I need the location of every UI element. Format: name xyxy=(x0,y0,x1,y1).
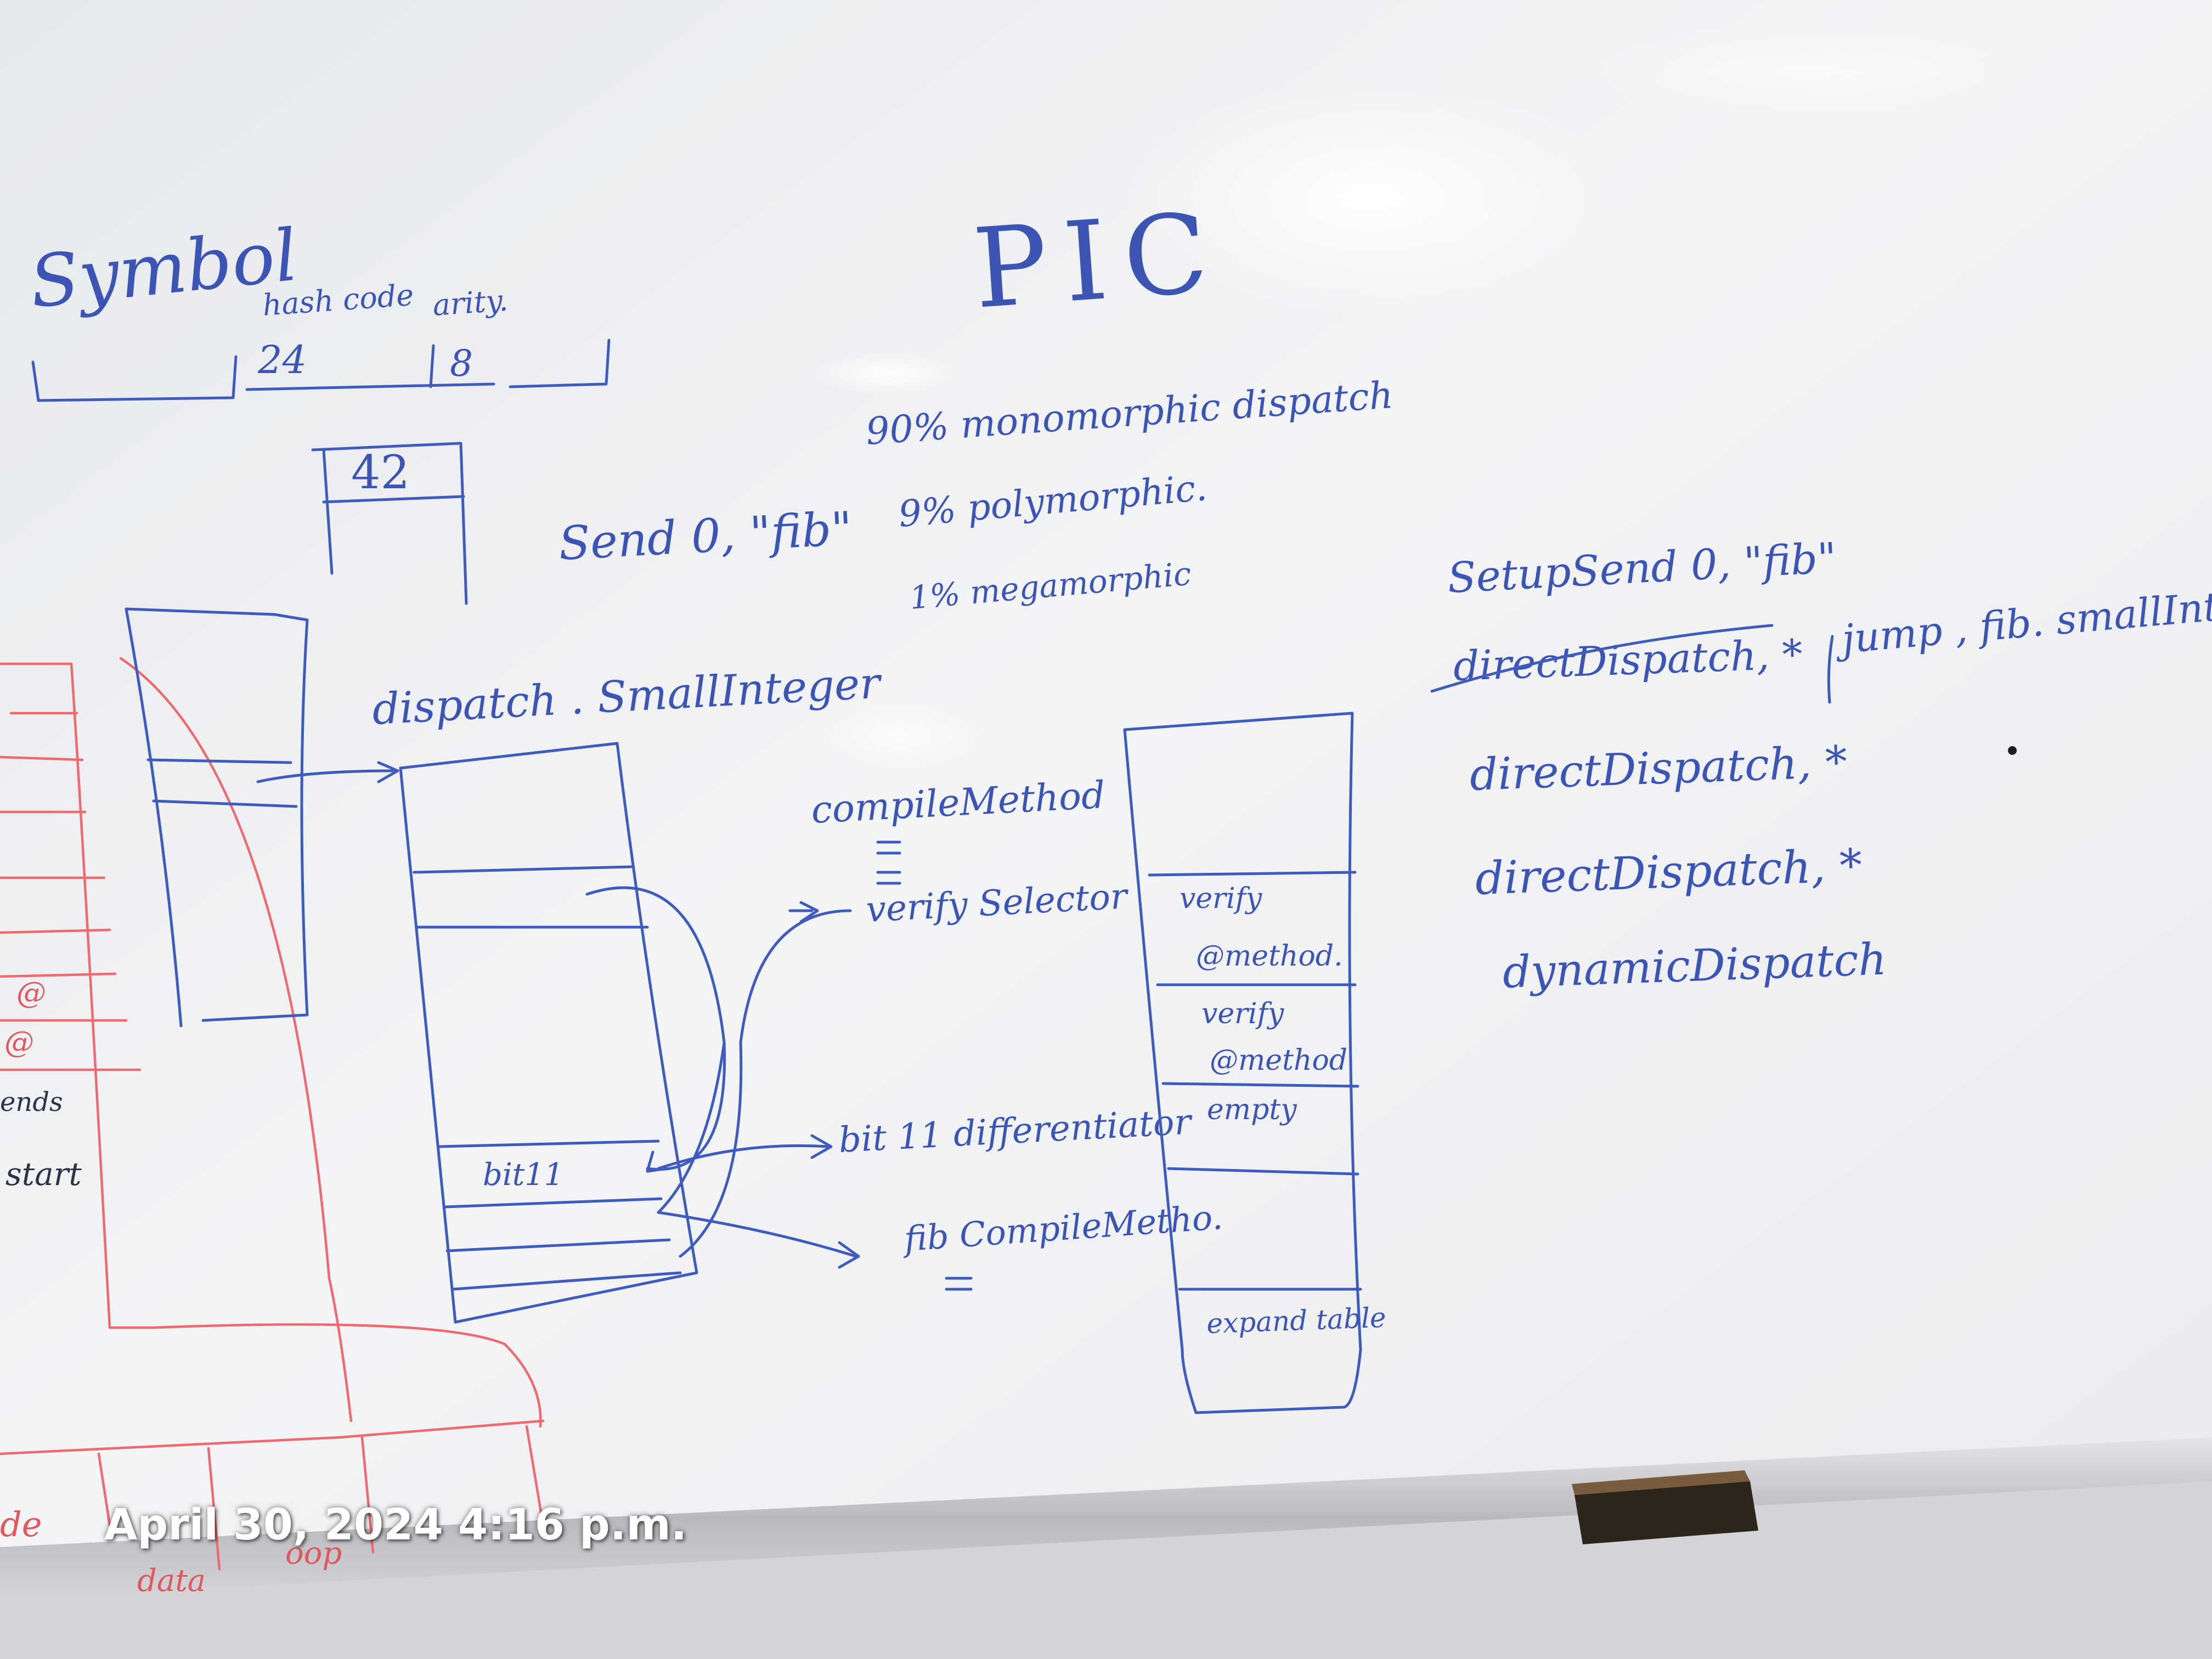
hashcode-bits: 24 xyxy=(257,337,307,382)
expand-table-text: expand table xyxy=(1206,1302,1386,1340)
arrow-bit11-note xyxy=(657,1144,830,1170)
arrow-fib-note xyxy=(657,1211,857,1258)
photo-timestamp: April 30, 2024 4:16 p.m. xyxy=(104,1500,687,1550)
arity-label: arity. xyxy=(432,283,510,323)
red-fragment-data: data xyxy=(137,1563,206,1599)
pic-cell-verify-1: verify xyxy=(1180,882,1262,915)
bit11-cell: bit11 xyxy=(483,1157,564,1193)
fragment-ends: ends xyxy=(0,1087,63,1118)
pic-cell-method-2: @method xyxy=(1210,1044,1347,1077)
value-box xyxy=(311,442,468,605)
pic-table xyxy=(1123,712,1362,1414)
red-memory-diagram xyxy=(0,657,545,1571)
eraser xyxy=(1572,1470,1758,1544)
light-glare xyxy=(1119,77,1624,318)
arrow-to-dispatch xyxy=(256,769,397,783)
value-42: 42 xyxy=(351,445,410,499)
fragment-start: start xyxy=(5,1155,82,1193)
pic-cell-method-1: @method. xyxy=(1196,940,1343,973)
red-fragment-at-1: @ xyxy=(16,975,46,1010)
pic-cell-empty: empty xyxy=(1207,1093,1297,1126)
red-fragment-de: de xyxy=(0,1504,42,1544)
pic-cell-verify-2: verify xyxy=(1201,997,1284,1030)
board-title-pic: PIC xyxy=(969,189,1228,334)
strikethrough-line xyxy=(1430,624,1774,693)
symbol-bitfield xyxy=(31,338,611,402)
symbol-table-column xyxy=(125,607,309,1028)
red-fragment-oop: oop xyxy=(285,1536,342,1571)
curve-to-verify-selector xyxy=(679,909,852,1258)
red-fragment-at-2: @ xyxy=(4,1025,34,1059)
arity-bits: 8 xyxy=(450,342,473,385)
dispatch-table xyxy=(399,742,698,1324)
